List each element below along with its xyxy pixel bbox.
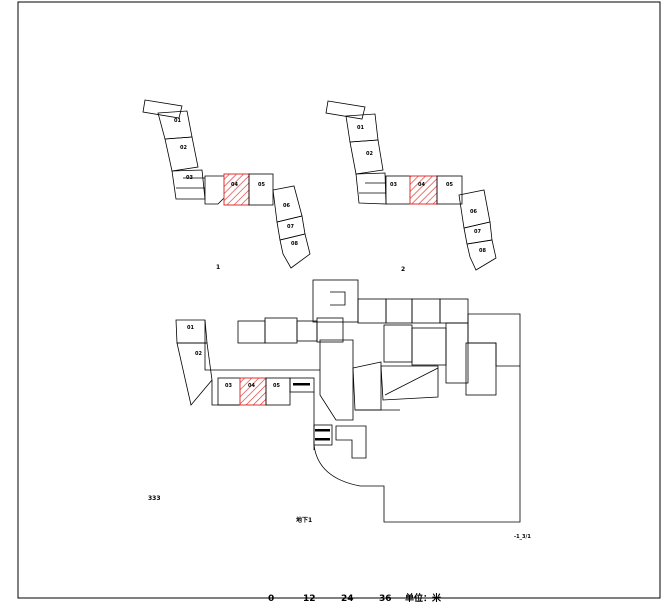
plan-1-room-02 — [164, 136, 199, 172]
plan-2-room-04 — [409, 175, 438, 205]
scale-tick-label: 36 — [379, 594, 392, 602]
plan-1-entry-block — [142, 99, 183, 119]
scale-unit-label: 单位：米 — [405, 592, 442, 602]
plan-1-labels: 01 02 03 04 05 06 07 08 1 — [174, 118, 298, 271]
plan-3-right-hall — [467, 313, 521, 367]
plan-1-room-label: 08 — [291, 241, 298, 247]
plan-2-caption: 2 — [401, 266, 405, 273]
plan-3-room-label: 04 — [248, 383, 255, 389]
plan-2-room-label: 06 — [470, 209, 477, 215]
plan-3-central-corridor — [319, 339, 354, 421]
plan-3-room-01 — [175, 319, 208, 344]
plan-2 — [325, 100, 497, 271]
plan-3-shop — [439, 298, 469, 324]
plan-2-room-label: 05 — [446, 182, 453, 188]
plan-3-room-label: 03 — [225, 383, 232, 389]
plan-1-room-label: 02 — [180, 145, 187, 151]
plan-3-block — [237, 320, 266, 344]
plan-3-outer-boundary — [313, 366, 521, 523]
plan-3-shop — [411, 298, 441, 324]
plan-1-corridor — [204, 175, 225, 205]
plan-3-room-label: 05 — [273, 383, 280, 389]
plan-2-room-label: 04 — [418, 182, 425, 188]
plan-2-labels: 01 02 03 04 05 06 07 08 2 — [357, 125, 486, 273]
plan-1-room-label: 05 — [258, 182, 265, 188]
plan-3-block — [335, 425, 367, 459]
plan-3-corridor-wall — [204, 320, 320, 371]
plan-3-shop — [385, 298, 413, 324]
plan-1-room-05 — [248, 173, 274, 206]
scale-bar: 0 12 24 36 单位：米 — [268, 592, 442, 604]
plan-1-room-label: 04 — [231, 182, 238, 188]
plan-1-room-label: 07 — [287, 224, 294, 230]
plan-3-block — [411, 327, 447, 366]
plan-2-room-label: 03 — [390, 182, 397, 188]
scale-tick-label: 12 — [303, 594, 316, 602]
plan-3-tower — [312, 279, 359, 323]
plan-1-caption: 1 — [216, 264, 220, 271]
plan-3-block — [383, 324, 413, 363]
plan-2-room-label: 08 — [479, 248, 486, 254]
plan-3 — [175, 279, 521, 523]
plan-3-block — [296, 320, 318, 342]
plan-1-room-08 — [279, 233, 311, 269]
plan-2-entry-block — [325, 100, 366, 120]
plan-3-block — [316, 317, 344, 343]
plan-2-room-02 — [349, 139, 384, 175]
plan-3-block — [264, 317, 298, 344]
plan-3-room-label: 02 — [195, 351, 202, 357]
scale-tick-label: 24 — [341, 594, 354, 602]
plan-3-room-small — [289, 377, 315, 393]
plan-1-room-label: 06 — [283, 203, 290, 209]
plan-2-room-05 — [436, 175, 463, 205]
plan-3-ramp — [380, 365, 439, 401]
plan-2-room-08 — [466, 239, 497, 271]
plan-3-sheet-code: -1_3/1 — [514, 534, 531, 540]
scale-tick-label: 0 — [268, 594, 274, 602]
plan-3-stair — [330, 291, 346, 306]
plan-1-room-label: 03 — [186, 175, 193, 181]
plan-2-room-label: 07 — [474, 229, 481, 235]
plan-1-room-04 — [223, 173, 250, 206]
plan-3-caption: 地下1 — [296, 516, 312, 524]
plan-3-block — [465, 342, 497, 396]
plan-2-room-03 — [355, 172, 387, 205]
plan-3-labels: 01 02 03 04 05 333 地下1 -1_3/1 — [148, 325, 531, 540]
plan-3-label-left: 333 — [148, 495, 161, 502]
plan-3-room-label: 01 — [187, 325, 194, 331]
plan-3-shop — [357, 298, 387, 324]
plan-2-corridor — [385, 175, 411, 205]
sheet-border — [17, 1, 661, 599]
plan-3-annotation-marks — [293, 383, 330, 441]
plan-1-room-label: 01 — [174, 118, 181, 124]
plan-3-room-small — [313, 424, 333, 446]
plan-2-room-label: 01 — [357, 125, 364, 131]
plan-3-room-04 — [239, 377, 267, 406]
plan-3-core — [352, 361, 382, 411]
plan-2-room-label: 02 — [366, 151, 373, 157]
plan-3-column-block — [445, 322, 469, 384]
plan-3-ramp-line — [384, 367, 439, 396]
plan-1 — [142, 99, 311, 269]
